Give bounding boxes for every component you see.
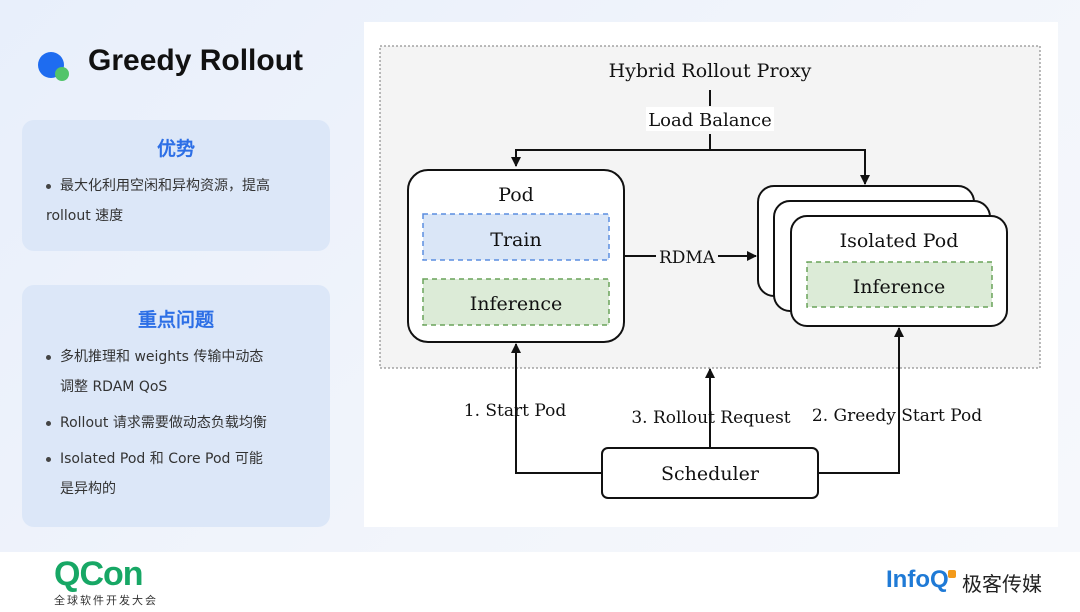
issues-heading: 重点问题 <box>137 309 214 331</box>
greedy-start-arrow <box>818 327 904 474</box>
greedy-start-label: 2. Greedy Start Pod <box>812 406 982 426</box>
load-balance-label: Load Balance <box>648 110 772 131</box>
list-item: 最大化利用空闲和异构资源，提高 rollout 速度 <box>46 171 314 231</box>
advantages-heading: 优势 <box>156 138 195 160</box>
load-balance-bg <box>646 107 774 131</box>
page-title: Greedy Rollout <box>88 44 304 77</box>
qcon-logo: QCon <box>54 555 144 593</box>
pod-inference-label: Inference <box>470 293 562 315</box>
architecture-diagram: Hybrid Rollout Proxy Load Balance Pod Tr… <box>364 22 1058 527</box>
issues-card: 重点问题 多机推理和 weights 传输中动态 调整 RDAM QoS Rol… <box>22 285 330 527</box>
isolated-pod-title: Isolated Pod <box>840 230 959 252</box>
start-pod-arrow <box>511 343 602 474</box>
start-pod-label: 1. Start Pod <box>464 401 567 421</box>
list-item: Rollout 请求需要做动态负载均衡 <box>46 408 314 438</box>
diagram-svg: Hybrid Rollout Proxy Load Balance Pod Tr… <box>379 45 1041 499</box>
lb-arrow-isolated <box>710 149 870 185</box>
train-box <box>422 213 610 261</box>
pod-title: Pod <box>498 184 534 206</box>
qcon-subtitle: 全球软件开发大会 <box>54 594 158 607</box>
isolated-inference-label: Inference <box>853 276 945 298</box>
rdma-label: RDMA <box>659 248 716 268</box>
infoq-logo: InfoQ <box>886 566 949 593</box>
train-label: Train <box>490 229 541 251</box>
list-item: 多机推理和 weights 传输中动态 调整 RDAM QoS <box>46 342 314 402</box>
title-bullet-icon <box>38 52 69 81</box>
scheduler-label: Scheduler <box>661 463 760 485</box>
proxy-label: Hybrid Rollout Proxy <box>609 60 812 82</box>
rollout-request-label: 3. Rollout Request <box>631 408 790 428</box>
infoq-mark-icon <box>948 570 956 578</box>
issues-list: 多机推理和 weights 传输中动态 调整 RDAM QoS Rollout … <box>22 342 330 504</box>
advantages-list: 最大化利用空闲和异构资源，提高 rollout 速度 <box>22 171 330 231</box>
lb-arrow-pod <box>511 134 711 167</box>
footer-bar <box>0 552 1080 612</box>
isolated-inference-box <box>806 261 993 308</box>
advantages-card: 优势 最大化利用空闲和异构资源，提高 rollout 速度 <box>22 120 330 251</box>
geek-media-logo: 极客传媒 <box>962 572 1042 596</box>
list-item: Isolated Pod 和 Core Pod 可能 是异构的 <box>46 444 314 504</box>
pod-inference-box <box>422 278 610 326</box>
